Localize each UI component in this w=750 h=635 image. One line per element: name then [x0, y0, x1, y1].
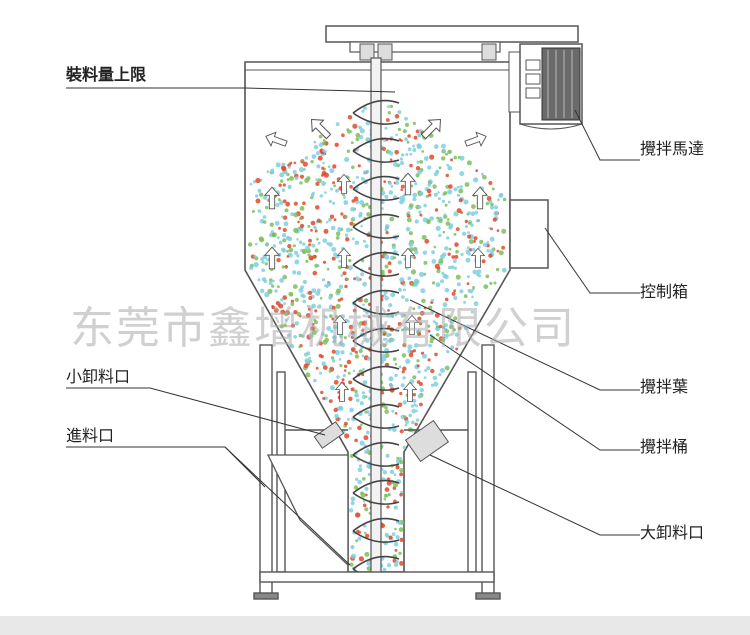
bottom-bar — [0, 616, 750, 635]
small-discharge-port — [313, 421, 345, 449]
flow-arrow — [332, 314, 348, 336]
flow-arrow — [400, 247, 416, 269]
flow-arrow — [265, 131, 288, 147]
motor — [508, 43, 583, 130]
flow-arrow — [471, 186, 489, 210]
flow-arrow — [402, 381, 418, 403]
label-large-discharge: 大卸料口 — [640, 523, 705, 542]
top-plate — [325, 25, 579, 61]
flow-arrow — [336, 247, 352, 269]
flow-arrows — [263, 118, 489, 403]
screw-flights — [352, 99, 400, 581]
flow-arrow — [263, 246, 281, 270]
label-stirring-motor: 攪拌馬達 — [640, 139, 705, 158]
flow-arrow — [310, 118, 332, 140]
label-feed-inlet: 進料口 — [66, 426, 115, 445]
label-mixing-barrel: 攪拌桶 — [640, 437, 689, 456]
control-box — [509, 199, 549, 269]
feed-inlet — [266, 454, 349, 567]
flow-arrow — [420, 118, 442, 140]
label-control-box: 控制箱 — [640, 282, 689, 301]
flow-arrow — [334, 381, 350, 403]
large-discharge-port — [404, 419, 450, 463]
flow-arrow — [399, 172, 417, 196]
label-small-discharge: 小卸料口 — [66, 367, 131, 386]
label-fill-limit: 裝料量上限 — [66, 65, 147, 84]
flow-arrow — [404, 314, 420, 336]
watermark: 东莞市鑫增机械有限公司 — [70, 303, 576, 354]
flow-arrow — [263, 186, 281, 210]
label-mixing-blade: 攪拌葉 — [640, 377, 689, 396]
leader-lines — [66, 87, 640, 566]
mixing-screw — [352, 99, 400, 581]
flow-arrow — [336, 173, 352, 195]
flow-arrow — [464, 131, 487, 147]
flow-arrow — [470, 247, 486, 269]
